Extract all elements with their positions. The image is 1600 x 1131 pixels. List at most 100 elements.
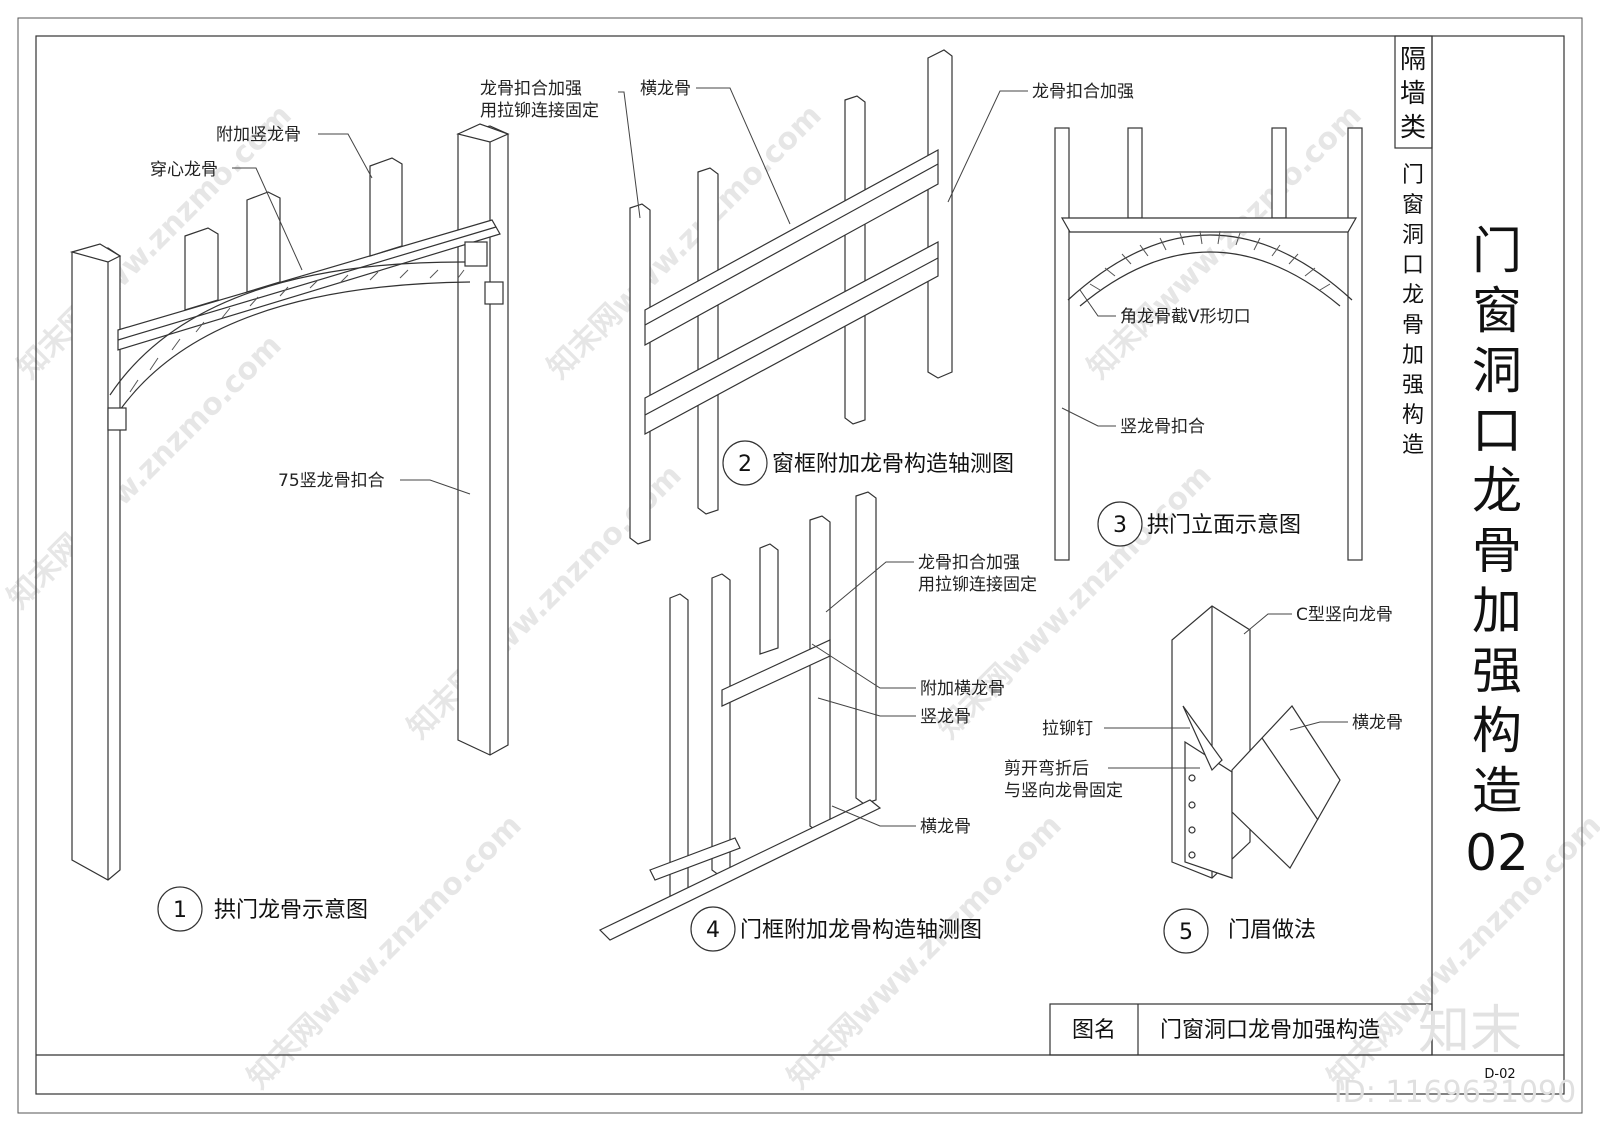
leader-line	[825, 561, 914, 613]
figure-number-circle	[690, 906, 736, 952]
arch-v-cuts	[129, 269, 465, 393]
through-beam-edge	[117, 226, 497, 341]
leader-line	[1061, 407, 1116, 427]
figure-number-circle	[1163, 908, 1209, 954]
left-stud	[1054, 127, 1070, 561]
label-reinforce-right: 龙骨扣合加强	[1032, 82, 1134, 102]
title-block: 图名 门窗洞口龙骨加强构造	[1049, 1003, 1433, 1056]
extra-stud	[184, 227, 219, 311]
figure-3-title: 拱门立面示意图	[1147, 513, 1301, 538]
rivet	[1188, 801, 1196, 809]
short-stud	[759, 543, 779, 655]
figure-3-number: 3	[1113, 513, 1127, 538]
watermark-logo: 知末	[1418, 1001, 1522, 1061]
vertical-stud	[697, 167, 719, 515]
leader-line	[1079, 289, 1116, 317]
figure-1-arch-frame	[69, 123, 510, 881]
arch-v-notches	[1089, 230, 1331, 291]
leader-line	[947, 90, 1028, 203]
rivet	[1188, 851, 1196, 859]
extra-stud	[246, 191, 281, 293]
leader-line	[696, 87, 791, 225]
watermark-text: 知末网www.znzmo.com	[1081, 98, 1369, 386]
title-char: 构	[1472, 702, 1522, 760]
rivet	[1188, 826, 1196, 834]
subtitle-char: 骨	[1402, 313, 1424, 338]
figure-2-window-frame	[629, 49, 953, 545]
subtitle-char: 构	[1402, 403, 1424, 428]
title-block-label: 图名	[1072, 1018, 1116, 1043]
connector-plate	[464, 241, 488, 267]
title-char: 窗	[1472, 282, 1522, 340]
title-block-value: 门窗洞口龙骨加强构造	[1160, 1018, 1380, 1043]
arch-outer	[109, 261, 471, 396]
sill-rail	[644, 241, 939, 436]
connector-plate	[484, 281, 504, 305]
label-stud-fastened: 竖龙骨扣合	[1120, 417, 1205, 437]
through-beam	[117, 219, 501, 351]
title-char: 造	[1472, 762, 1522, 820]
cut-tab	[1182, 705, 1223, 772]
label-rivet: 拉铆钉	[1042, 719, 1093, 739]
figure-number-circle	[722, 440, 768, 486]
subtitle-char: 洞	[1402, 223, 1424, 248]
outer-border	[17, 17, 1583, 1114]
label-rivet-fix: 用拉铆连接固定	[480, 101, 599, 121]
figure-4-title: 门框附加龙骨构造轴测图	[740, 918, 982, 943]
inner-border	[35, 35, 1565, 1095]
title-char: 龙	[1472, 462, 1522, 520]
subtitle-char: 加	[1402, 343, 1424, 368]
head-rail	[644, 148, 939, 347]
drawing-code: D-02	[1484, 1067, 1515, 1082]
arch-outer-line	[1067, 234, 1353, 301]
vertical-stud	[629, 203, 651, 545]
connector-plate	[107, 407, 127, 431]
leader-line	[811, 643, 916, 689]
figure-3-arch-elevation	[1054, 127, 1363, 561]
leader-line	[817, 697, 916, 717]
figure-2-number: 2	[738, 452, 752, 477]
horizontal-stud-edge	[1261, 737, 1319, 821]
label-vertical-stud-4: 竖龙骨	[920, 707, 971, 727]
subtitle-char: 口	[1402, 253, 1424, 278]
label-c-stud: C型竖向龙骨	[1296, 605, 1393, 625]
watermark-text: 知末网www.znzmo.com	[241, 808, 529, 1096]
vertical-stud	[711, 573, 731, 877]
label-extra-stud: 附加竖龙骨	[216, 125, 301, 145]
rail-edge	[644, 257, 939, 416]
right-post	[457, 125, 509, 756]
leader-line	[831, 805, 916, 827]
figure-1-number: 1	[173, 898, 187, 923]
title-char: 门	[1472, 222, 1522, 280]
label-75-stud: 75竖龙骨扣合	[278, 471, 385, 491]
label-extra-header: 附加横龙骨	[920, 679, 1005, 699]
label-horizontal-stud-4: 横龙骨	[920, 817, 971, 837]
label-reinforce: 龙骨扣合加强	[480, 79, 582, 99]
title-char: 强	[1472, 642, 1522, 700]
head-track	[1060, 217, 1358, 233]
figure-4-number: 4	[706, 918, 720, 943]
bottom-track-left	[649, 837, 741, 881]
leader-line	[618, 91, 641, 219]
top-stud	[1127, 127, 1143, 219]
title-char: 02	[1465, 824, 1529, 882]
subtitle-char: 造	[1402, 433, 1424, 458]
right-stud	[1347, 127, 1363, 561]
figure-4-door-frame	[598, 491, 882, 941]
label-through-stud: 穿心龙骨	[150, 160, 218, 180]
door-stud	[855, 491, 877, 805]
extra-stud	[369, 157, 403, 257]
leader-line	[1289, 721, 1348, 731]
leader-line	[400, 479, 471, 495]
label-bend-fix-2: 与竖向龙骨固定	[1004, 781, 1123, 801]
watermark-id: ID: 1169631090	[1334, 1075, 1576, 1110]
door-stud	[809, 515, 831, 833]
leader-line	[318, 133, 373, 179]
vertical-stud	[844, 95, 866, 425]
leader-line	[1243, 613, 1292, 635]
figure-2-title: 窗框附加龙骨构造轴测图	[772, 452, 1014, 477]
subtitle-char: 门	[1402, 163, 1424, 188]
category-char: 墙	[1400, 79, 1426, 109]
vertical-subtitle: 门 窗 洞 口 龙 骨 加 强 构 造	[1402, 163, 1424, 458]
